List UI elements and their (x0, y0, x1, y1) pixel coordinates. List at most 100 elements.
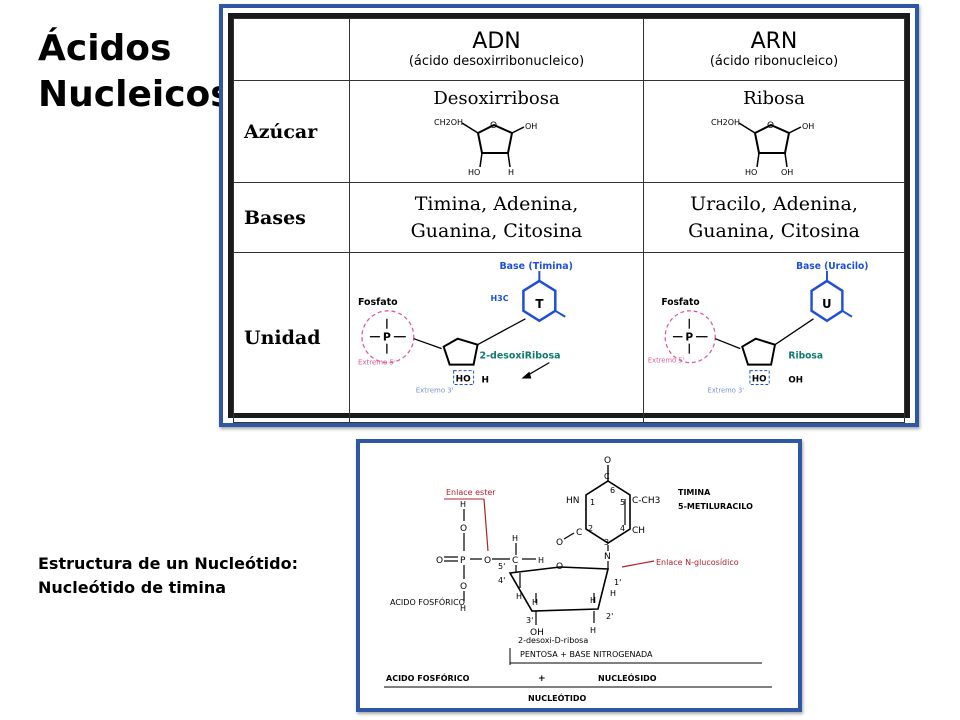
arn-oh-label: OH (788, 375, 803, 385)
ribose-oh-label: OH (802, 122, 814, 131)
pentosa-base-label: PENTOSA + BASE NITROGENADA (520, 650, 653, 659)
ring-num-1: 1 (590, 498, 595, 507)
adn-sugar-cell: Desoxirribosa O CH2OH OH HO H (349, 80, 644, 183)
n-glyco-nitrogen: N (604, 552, 611, 562)
adn-sugar-ring (442, 337, 479, 366)
phos-o-ester: O (484, 556, 491, 566)
adn-header: ADN (ácido desoxirribonucleico) (349, 18, 644, 81)
arn-sugar-name: Ribosa (743, 88, 805, 109)
ring-num-3: 3 (604, 538, 609, 547)
ch2oh-label: CH2OH (434, 118, 463, 127)
arn-header: ARN (ácido ribonucleico) (643, 18, 905, 81)
title-line-2: Nucleicos (38, 74, 232, 115)
adn-title: ADN (472, 29, 521, 54)
ch-label: CH (632, 526, 645, 536)
azucar-row: Azúcar Desoxirribosa O CH2OH OH HO H (233, 80, 905, 183)
acido-fosforico-sum: ACIDO FOSFÓRICO (386, 672, 470, 683)
adn-ho-box (453, 370, 475, 386)
arn-sugar-label: Ribosa (788, 350, 823, 361)
c5-h-top: H (512, 534, 518, 543)
deoxyribose-structure: O CH2OH OH HO H (434, 118, 537, 177)
h3c-label: H3C (491, 294, 509, 303)
arn-phosphate-circle (664, 310, 716, 364)
c2-prime: 2' (606, 612, 613, 621)
timina-label: TIMINA (678, 488, 711, 497)
title-line-1: Ácidos (38, 28, 172, 69)
adn-base-letter: T (535, 297, 544, 311)
azucar-label: Azúcar (233, 80, 350, 183)
ring-num-4: 4 (620, 524, 625, 533)
nucleotide-structure-diagram: O C 6 HN 1 5 C-CH3 2 4 CH C O 3 N TIMINA… (384, 456, 772, 703)
acido-fosforico-label: ACIDO FOSFÓRICO (390, 596, 465, 607)
adn-base-label: Base (Timina) (499, 261, 572, 272)
adn-subtitle: (ácido desoxirribonucleico) (408, 54, 585, 69)
nucleotide-structure-panel: O C 6 HN 1 5 C-CH3 2 4 CH C O 3 N TIMINA… (356, 439, 802, 712)
arn-bases-line-1: Uracilo, Adenina, (690, 192, 858, 215)
phos-p: P (460, 556, 466, 566)
phos-o-top: O (460, 524, 467, 534)
arn-base-letter: U (822, 297, 831, 311)
ribose-ch2oh-label: CH2OH (711, 118, 740, 127)
ribose-ho-label: HO (745, 168, 757, 177)
c5-prime: 5' (498, 562, 505, 571)
nucleotide-caption: Estructura de un Nucleótido: Nucleótido … (38, 552, 298, 600)
adn-unit-cell: Base (Timina) H3C T Fosfato P (349, 251, 644, 424)
sugar-o-label: O (490, 121, 497, 131)
c2-carbon: C (576, 528, 582, 538)
arn-ho-label: HO (752, 374, 767, 384)
deoxyribose-ring (508, 566, 610, 612)
thymine-ring-outline (585, 480, 631, 544)
unidad-label: Unidad (233, 251, 350, 424)
sugar-h-label: H (508, 168, 514, 177)
ring-num-2: 2 (588, 524, 593, 533)
corner-cell (233, 18, 350, 81)
arn-subtitle: (ácido ribonucleico) (709, 54, 839, 69)
comparison-table-frame: ADN (ácido desoxirribonucleico) ARN (áci… (228, 13, 910, 424)
phos-h-top: H (460, 500, 466, 509)
arn-unit-cell: Base (Uracilo) U Fosfato P (643, 251, 905, 424)
arn-base-label: Base (Uracilo) (796, 261, 868, 272)
ring-num-5: 5 (620, 498, 625, 507)
header-row: ADN (ácido desoxirribonucleico) ARN (áci… (233, 18, 905, 81)
nucleosido-label: NUCLEÓSIDO (598, 672, 657, 683)
nucleotido-label: NUCLEÓTIDO (528, 692, 587, 703)
adn-sugar-label: 2-desoxiRibosa (480, 351, 561, 362)
c4-h: H (516, 592, 522, 601)
unidad-row: Unidad Base (Timina) H3C T Fosfato P (233, 251, 905, 424)
adn-nucleotide-diagram: Base (Timina) H3C T Fosfato P (358, 261, 573, 395)
desoxi-label: 2-desoxi-D-ribosa (518, 636, 588, 645)
phos-h-bottom: H (460, 604, 466, 613)
phos-o-bottom: O (460, 582, 467, 592)
arn-p-symbol: P (685, 331, 693, 344)
plus-sign: + (538, 674, 546, 684)
adn-phosphate-circle (361, 310, 415, 364)
c3-prime: 3' (526, 616, 533, 625)
phos-o-left: O (436, 556, 443, 566)
caption-line-1: Estructura de un Nucleótido: (38, 554, 298, 573)
uracil-ring (810, 279, 844, 323)
c-ch3-label: C-CH3 (632, 496, 660, 506)
c4-prime: 4' (498, 576, 505, 585)
arn-bases-cell: Uracilo, Adenina, Guanina, Citosina (643, 182, 905, 253)
arn-extremo3: Extremo 3' (708, 386, 745, 394)
arn-fosfato-label: Fosfato (661, 297, 699, 308)
slide-title: Ácidos Nucleicos (38, 26, 232, 118)
adn-ho-label: HO (456, 375, 471, 385)
enlace-n-pointer (621, 560, 655, 568)
ribose-oh-bottom-label: OH (781, 168, 793, 177)
hn-label: HN (566, 496, 580, 506)
c1-prime: 1' (614, 578, 621, 587)
ring-num-6: 6 (610, 486, 615, 495)
sugar-oh-label: OH (525, 122, 537, 131)
bases-label: Bases (233, 182, 350, 253)
arn-bases-line-2: Guanina, Citosina (688, 219, 860, 242)
adn-bases-line-1: Timina, Adenina, (414, 192, 579, 215)
ring-oxygen: O (556, 562, 563, 572)
arn-sugar-ring (741, 337, 777, 366)
adn-bases-cell: Timina, Adenina, Guanina, Citosina (349, 182, 644, 253)
comparison-table: ADN (ácido desoxirribonucleico) ARN (áci… (233, 18, 905, 424)
sugar-ho-label: HO (468, 168, 480, 177)
c2-oxygen: O (556, 538, 563, 548)
adn-bases-line-2: Guanina, Citosina (410, 219, 583, 242)
adn-extremo3: Extremo 3' (416, 387, 454, 395)
